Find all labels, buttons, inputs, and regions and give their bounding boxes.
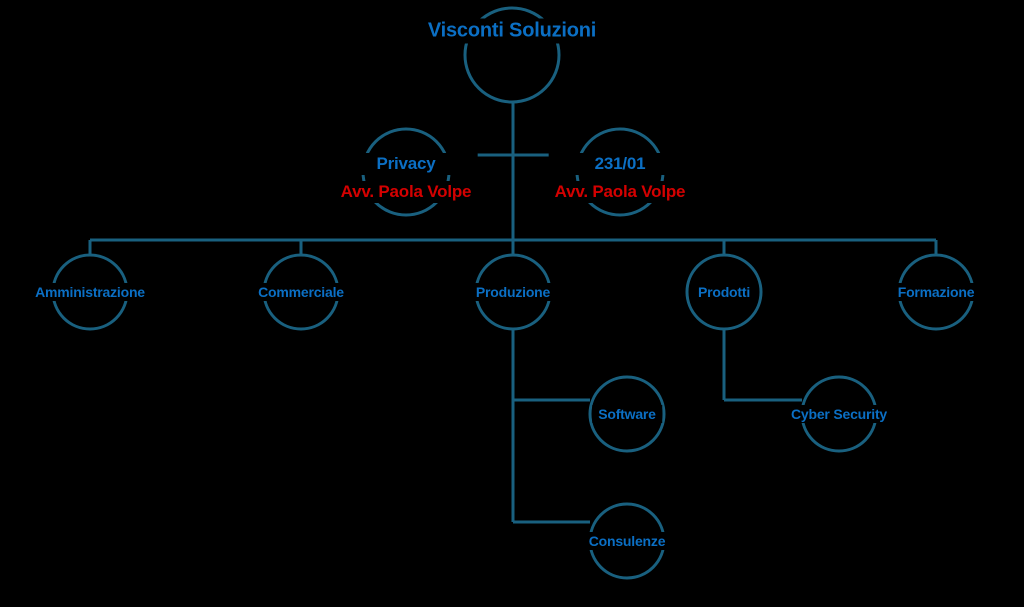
node-label-prodotti[interactable]: Prodotti (691, 283, 757, 301)
node-label-consulenze[interactable]: Consulenze (582, 532, 672, 550)
node-label-privacy[interactable]: Privacy Avv. Paola Volpe (334, 153, 478, 203)
node-label-amministrazione[interactable]: Amministrazione (29, 283, 151, 301)
node-title-privacy: Privacy (334, 153, 478, 175)
node-label-commerciale[interactable]: Commerciale (252, 283, 350, 301)
node-title-consulenze: Consulenze (582, 532, 672, 550)
node-label-software[interactable]: Software (592, 405, 662, 423)
node-title-produzione: Produzione (469, 283, 557, 301)
node-label-231-01[interactable]: 231/01 Avv. Paola Volpe (548, 153, 692, 203)
node-title-commerciale: Commerciale (252, 283, 350, 301)
node-title-amministrazione: Amministrazione (29, 283, 151, 301)
node-title-prodotti: Prodotti (691, 283, 757, 301)
node-label-formazione[interactable]: Formazione (891, 283, 981, 301)
node-circle-software[interactable] (588, 375, 666, 453)
node-title-formazione: Formazione (891, 283, 981, 301)
node-label-cyber-security[interactable]: Cyber Security (784, 405, 894, 423)
node-title-software: Software (592, 405, 662, 423)
node-title-cyber-security: Cyber Security (784, 405, 894, 423)
node-subtitle-privacy: Avv. Paola Volpe (334, 181, 478, 203)
node-label-produzione[interactable]: Produzione (469, 283, 557, 301)
node-subtitle-231-01: Avv. Paola Volpe (548, 181, 692, 203)
node-title-root: Visconti Soluzioni (421, 18, 603, 44)
node-label-root[interactable]: Visconti Soluzioni (421, 18, 603, 44)
node-title-231-01: 231/01 (548, 153, 692, 175)
